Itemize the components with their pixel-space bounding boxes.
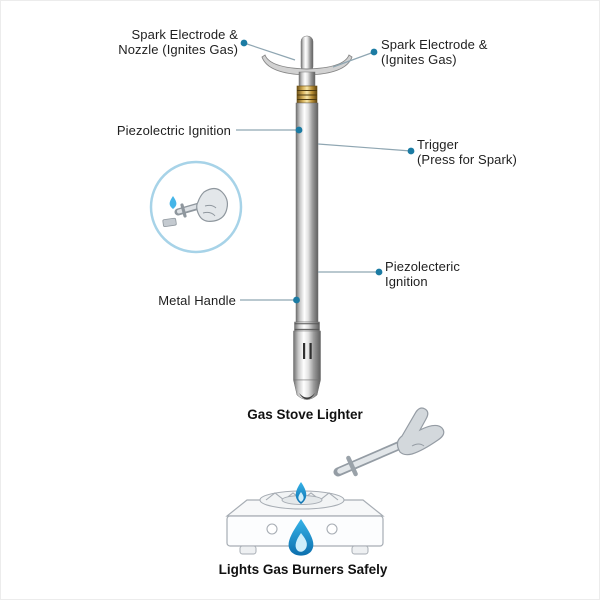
leader-dot — [295, 126, 303, 134]
inset-burner-icon — [162, 217, 177, 228]
callout-trigger-line2: (Press for Spark) — [417, 152, 517, 167]
callout-piezo-right-line1: Piezolecteric — [385, 259, 460, 274]
callout-spark-nozzle-line1: Spark Electrode & — [131, 27, 238, 42]
callout-spark-electrode-line2: (Ignites Gas) — [381, 52, 457, 67]
stove-leg — [351, 545, 369, 555]
leader-dot — [370, 48, 378, 56]
callout-metal-handle-text: Metal Handle — [158, 293, 236, 308]
callout-spark-electrode-line1: Spark Electrode & — [381, 37, 488, 52]
leader-dot — [375, 268, 383, 276]
callout-spark-electrode: Spark Electrode & (Ignites Gas) — [381, 37, 511, 67]
stove-knob — [326, 523, 338, 535]
leader-line-trigger — [317, 143, 412, 152]
inset-hand-finger-line — [204, 204, 217, 209]
callout-piezo-right-line2: Ignition — [385, 274, 428, 289]
leader-line-spark-electrode — [332, 51, 375, 68]
handle-tip-cap — [299, 393, 315, 400]
handle-bottom-cone — [293, 379, 321, 400]
leader-line-spark-nozzle — [243, 42, 296, 61]
lighter-nozzle-tip — [300, 35, 314, 73]
handle-vent-slot — [303, 343, 306, 359]
burner-flame-core — [298, 492, 304, 502]
hand-holding-lighter-icon — [333, 407, 445, 477]
gas-lighter-illustration — [261, 35, 353, 400]
leader-dots — [240, 39, 415, 304]
inset-lighter-guard — [180, 203, 187, 218]
callout-trigger-line1: Trigger — [417, 137, 459, 152]
inset-hand-finger-line — [202, 211, 216, 217]
scene-lighter-guard — [346, 455, 358, 477]
metal-handle-body — [293, 330, 321, 381]
callout-spark-nozzle-line2: Nozzle (Ignites Gas) — [118, 42, 238, 57]
spark-guard-plate — [261, 54, 353, 76]
bottom-title: Gas Stove Lighter — [247, 407, 363, 422]
leader-dot — [240, 39, 248, 47]
scene-hand — [396, 407, 445, 456]
brass-ring-lines — [297, 90, 317, 100]
gas-flame-core — [295, 533, 307, 552]
callout-trigger: Trigger (Press for Spark) — [417, 137, 537, 167]
lighter-collar — [298, 71, 316, 87]
leader-dot — [407, 147, 415, 155]
hand-using-lighter-icon — [149, 160, 243, 254]
inset-spark-flame-icon — [169, 196, 177, 209]
leader-lines — [236, 42, 412, 301]
callout-spark-nozzle: Spark Electrode & Nozzle (Ignites Gas) — [38, 27, 238, 57]
stove-knob — [266, 523, 278, 535]
callout-piezo-right: Piezolecteric Ignition — [385, 259, 495, 289]
leader-dot — [293, 296, 300, 304]
callout-piezo-left: Piezolectric Ignition — [41, 123, 231, 138]
stove-scene — [225, 407, 445, 556]
bottom-caption: Lights Gas Burners Safely — [218, 562, 388, 577]
scene-hand-finger-line — [411, 443, 425, 447]
stove-leg — [239, 545, 257, 555]
callout-metal-handle: Metal Handle — [96, 293, 236, 308]
handle-vent-slot — [309, 343, 312, 359]
callout-piezo-left-text: Piezolectric Ignition — [116, 123, 231, 138]
lighter-shaft — [295, 102, 319, 323]
